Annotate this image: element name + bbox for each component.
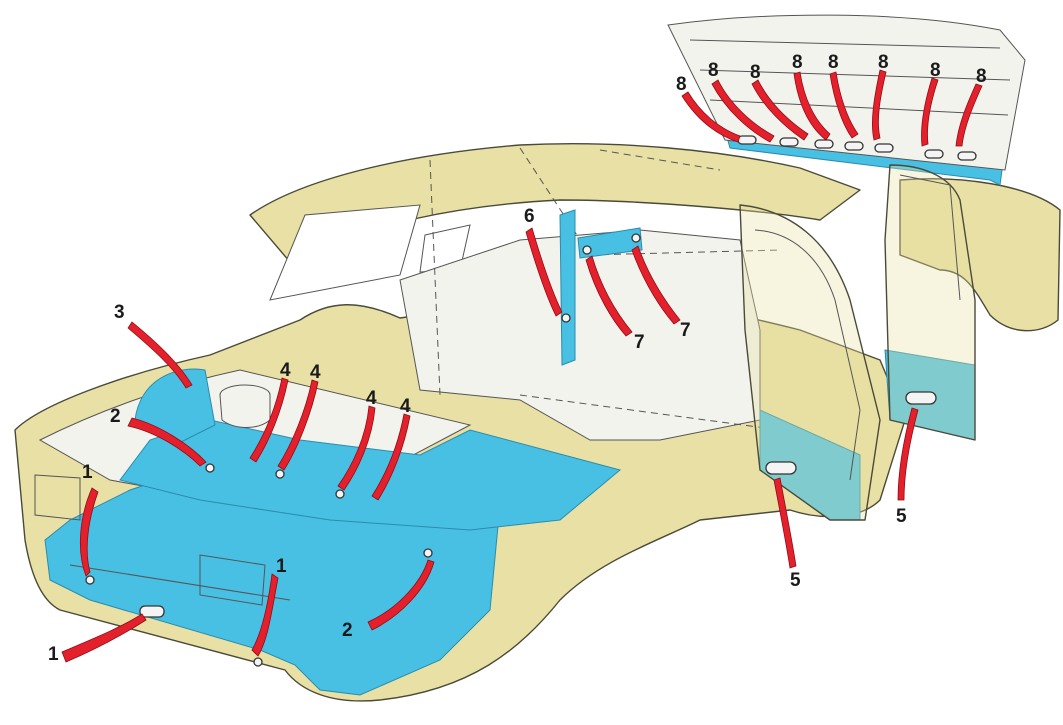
arrow-2b (367, 559, 435, 631)
callout-label-8c: 8 (750, 62, 761, 83)
callout-label-6: 6 (524, 206, 535, 227)
callout-label-1b: 1 (276, 556, 287, 577)
rear-window (269, 204, 421, 301)
arrow-7a (585, 255, 633, 337)
hole (631, 233, 641, 243)
hole (844, 141, 864, 151)
trunk-details (34, 384, 291, 606)
callout-label-2b: 2 (342, 620, 353, 641)
callout-label-1a: 1 (82, 462, 93, 483)
hole (582, 245, 592, 255)
callout-label-8e: 8 (828, 52, 839, 73)
callout-label-4b: 4 (310, 362, 321, 383)
callout-label-7b: 7 (680, 320, 691, 341)
arrow-1b (251, 573, 279, 657)
arrow-2a (127, 417, 207, 467)
holes (85, 135, 977, 667)
arrow-4b (277, 379, 319, 471)
arrow-8a (681, 91, 741, 143)
front-fender (899, 178, 1061, 332)
callout-label-4c: 4 (366, 388, 377, 409)
hole (905, 391, 937, 405)
callout-label-4d: 4 (400, 396, 411, 417)
arrow-4d (371, 413, 411, 501)
callout-label-2a: 2 (110, 406, 121, 427)
arrow-8f (872, 69, 887, 141)
arrow-3 (127, 321, 193, 389)
front-door (884, 164, 976, 441)
callout-label-5a: 5 (790, 570, 801, 591)
hole (924, 149, 944, 159)
hole (814, 139, 834, 149)
callout-label-5b: 5 (896, 506, 907, 527)
arrow-8g (921, 77, 939, 147)
rear-door (739, 204, 881, 521)
arrow-1c (61, 613, 147, 663)
callout-label-7a: 7 (634, 332, 645, 353)
hole (335, 489, 345, 499)
treated-pillar-brace (577, 227, 643, 259)
arrow-7b (631, 245, 681, 325)
callout-labels: 1 1 1 2 2 3 4 4 4 4 5 5 6 7 7 8 8 8 8 8 … (48, 52, 987, 665)
callout-label-4a: 4 (280, 360, 291, 381)
hole (957, 151, 977, 161)
treated-pillar (559, 209, 576, 366)
hole (874, 143, 894, 153)
hole (765, 461, 797, 475)
hole (205, 463, 215, 473)
callout-label-8f: 8 (878, 52, 889, 73)
hole (253, 657, 263, 667)
arrow-8c (751, 79, 809, 141)
callout-label-3: 3 (114, 302, 125, 323)
doors (739, 164, 976, 521)
arrow-4a (249, 377, 289, 463)
callout-label-1c: 1 (48, 644, 59, 665)
arrow-8b (711, 79, 775, 143)
arrow-5a (773, 477, 797, 569)
roof (249, 143, 861, 263)
arrow-4c (337, 405, 376, 491)
hole (139, 605, 165, 618)
callout-label-8a: 8 (676, 74, 687, 95)
arrow-1a (79, 487, 99, 577)
hole (737, 135, 757, 145)
callout-arrows (61, 69, 983, 663)
callout-label-8h: 8 (976, 66, 987, 87)
callout-label-8g: 8 (930, 60, 941, 81)
arrow-8h (955, 83, 983, 147)
callout-label-8b: 8 (708, 60, 719, 81)
arrow-5b (897, 407, 919, 501)
hole (275, 469, 285, 479)
hole (85, 575, 95, 585)
hole (779, 137, 799, 147)
arrow-8d (793, 71, 831, 141)
arrow-6 (525, 227, 563, 317)
arrow-8e (829, 71, 859, 139)
hole (423, 548, 433, 558)
hole (561, 313, 571, 323)
callout-label-8d: 8 (792, 52, 803, 73)
